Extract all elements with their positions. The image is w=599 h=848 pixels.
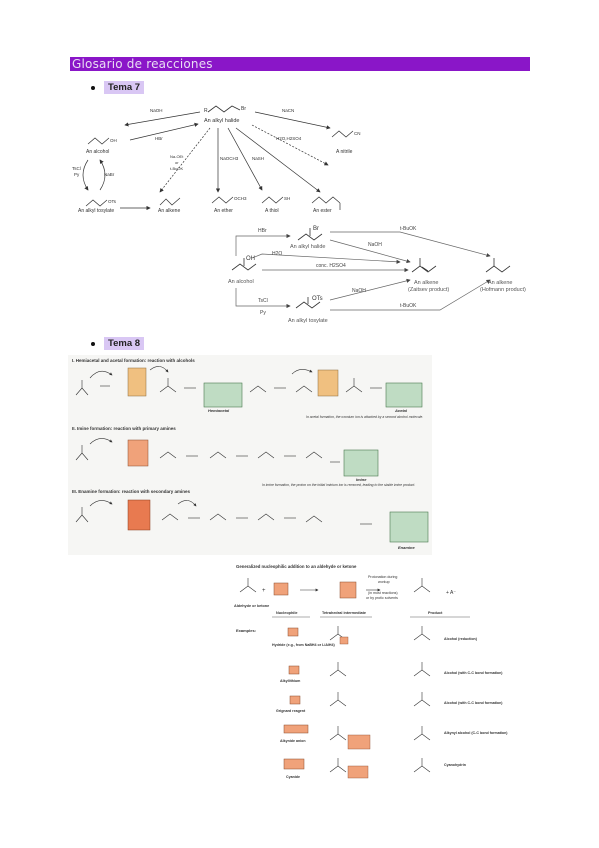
label-alcohol: An alcohol bbox=[228, 279, 254, 285]
col-intermediate: Tetrahedral intermediate bbox=[322, 611, 366, 615]
note-acetal: In acetal formation, the oxonium ion is … bbox=[306, 415, 423, 419]
reagent-h2o: H2O,H2SO4 bbox=[276, 136, 302, 141]
bullet-icon bbox=[91, 342, 95, 346]
reagent-nash: NaSH bbox=[252, 156, 264, 161]
reagent-b-hbr: HBr bbox=[258, 228, 267, 234]
center-label: An alkyl halide bbox=[204, 118, 239, 124]
prod-alcohol-cc-2: Alcohol (with C‑C bond formation) bbox=[444, 701, 503, 705]
product-tosylate: An alkyl tosylate bbox=[78, 208, 114, 214]
product-alcohol: An alcohol bbox=[86, 149, 109, 155]
nuc-hydride: Hydride (e.g., from NaBH4 or LiAlH4) bbox=[272, 643, 336, 647]
nuc-cyanide: Cyanide bbox=[286, 775, 300, 779]
heading-imine: II. Imine formation: reaction with prima… bbox=[72, 426, 176, 431]
label-hofmann: (Hofmann product) bbox=[480, 287, 526, 293]
svg-text:OCH3: OCH3 bbox=[234, 196, 247, 201]
svg-text:R: R bbox=[204, 108, 208, 114]
col-product: Product bbox=[428, 611, 443, 615]
reagent-naoet: Na‑OEt bbox=[170, 154, 184, 159]
reagent-b-h2so4: conc. H2SO4 bbox=[316, 263, 346, 269]
label-tosylate: An alkyl tosylate bbox=[288, 318, 328, 324]
protonation-2: workup bbox=[378, 580, 390, 584]
prod-cyanohydrin: Cyanohydrin bbox=[444, 763, 466, 767]
heading-enamine: III. Enamine formation: reaction with se… bbox=[72, 489, 191, 494]
box-acetal: Acetal bbox=[394, 408, 408, 413]
prod-alcohol-cc-1: Alcohol (with C‑C bond formation) bbox=[444, 671, 503, 675]
atom-ots: OTs bbox=[312, 296, 323, 302]
reagent-b-tscl: TsCl bbox=[258, 298, 268, 304]
reagent-b-py: Py bbox=[260, 310, 266, 316]
reagent-hbr: HBr bbox=[155, 136, 163, 141]
product-nitrile: A nitrile bbox=[336, 149, 353, 155]
svg-text:SH: SH bbox=[284, 196, 290, 201]
svg-text:+ A⁻: + A⁻ bbox=[446, 590, 456, 596]
atom-br: Br bbox=[313, 226, 319, 232]
reagent-nacn: NaCN bbox=[282, 108, 294, 113]
bullet-icon bbox=[91, 86, 95, 90]
col-carbonyl: Aldehyde or ketone bbox=[234, 604, 269, 608]
svg-text:+: + bbox=[262, 588, 266, 594]
reagent-b-h2o: H2O bbox=[272, 251, 282, 257]
product-ester: An ester bbox=[313, 208, 332, 214]
heading-hemiacetal: I. Hemiacetal and acetal formation: reac… bbox=[72, 358, 195, 363]
examples-label: Examples: bbox=[236, 628, 256, 633]
product-thiol: A thiol bbox=[265, 208, 279, 214]
label-zaitsev: (Zaitsev product) bbox=[408, 287, 449, 293]
svg-text:Br: Br bbox=[241, 106, 246, 112]
product-alkene: An alkene bbox=[158, 208, 180, 214]
reagent-or: or bbox=[175, 160, 179, 165]
protonation-1: Protonation during bbox=[368, 575, 397, 579]
nucleophilic-title: Generalized nucleophilic addition to an … bbox=[236, 564, 357, 569]
tema-8-label: Tema 8 bbox=[104, 337, 145, 350]
product-ether: An ether bbox=[214, 208, 233, 214]
box-imine: Imine bbox=[356, 477, 367, 482]
box-hemiacetal: Hemiacetal bbox=[208, 408, 230, 413]
reagent-b-naoh-1: NaOH bbox=[368, 242, 382, 248]
reagent-py: Py bbox=[74, 172, 80, 177]
reagent-b-tbuok-1: t‑BuOK bbox=[400, 226, 417, 232]
reagent-tbuok: t‑BuOK bbox=[170, 166, 183, 171]
tema-7-label: Tema 7 bbox=[104, 81, 145, 94]
box-enamine: Enamine bbox=[398, 545, 415, 550]
col-nucleophile: Nucleophile bbox=[276, 611, 298, 615]
nuc-alkynide: Alkynide anion bbox=[280, 739, 306, 743]
prod-alkynyl-alcohol: Alkynyl alcohol (C‑C bond formation) bbox=[444, 731, 508, 735]
protonation-4: or by protic solvents bbox=[366, 596, 398, 600]
protonation-3: (in most reactions) bbox=[368, 591, 398, 595]
reagent-nabr: NaBr bbox=[104, 172, 115, 177]
label-alkyl-halide: An alkyl halide bbox=[290, 244, 325, 250]
nuc-alkyllithium: Alkyllithium bbox=[280, 679, 300, 683]
reagent-tscl: TsCl bbox=[72, 166, 81, 171]
reagent-b-naoh-2: NaOH bbox=[352, 288, 366, 294]
nuc-grignard: Grignard reagent bbox=[276, 709, 306, 713]
svg-text:OTs: OTs bbox=[108, 199, 117, 204]
note-imine: In imine formation, the proton on the in… bbox=[262, 483, 415, 487]
label-alkene-1: An alkene bbox=[414, 280, 438, 286]
reagent-naoh: NaOH bbox=[150, 108, 163, 113]
label-alkene-2: An alkene bbox=[488, 280, 512, 286]
reagent-naoch3: NaOCH3 bbox=[220, 156, 239, 161]
svg-text:OH: OH bbox=[110, 138, 117, 143]
banner-title: Glosario de reacciones bbox=[72, 57, 213, 71]
section-banner: Glosario de reacciones bbox=[70, 57, 530, 71]
svg-text:CN: CN bbox=[354, 131, 361, 136]
atom-oh: OH bbox=[246, 256, 255, 262]
prod-alcohol-reduction: Alcohol (reduction) bbox=[444, 637, 478, 641]
reagent-b-tbuok-2: t‑BuOK bbox=[400, 303, 417, 309]
